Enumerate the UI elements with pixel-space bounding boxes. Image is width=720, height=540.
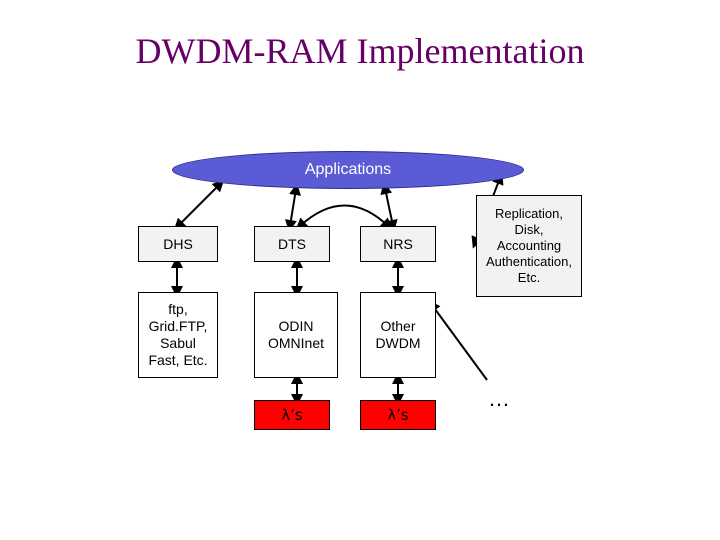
link-dts-nrs-arc xyxy=(295,204,393,231)
link-services-more xyxy=(428,300,488,381)
side-services-line: Accounting xyxy=(496,238,562,253)
side-services-line: Replication, xyxy=(495,206,563,221)
lambda-box-right: λ’s xyxy=(360,400,436,430)
side-services-line: Authentication, xyxy=(485,254,572,269)
other-dwdm-line: DWDM xyxy=(375,335,421,351)
ftp-line: Sabul xyxy=(160,335,196,351)
odin-box: ODIN OMNInet xyxy=(254,292,338,378)
slide-title: DWDM-RAM Implementation xyxy=(135,31,585,71)
applications-node: Applications xyxy=(172,151,524,189)
link-dhs-applications xyxy=(173,179,225,231)
other-dwdm-box: Other DWDM xyxy=(360,292,436,378)
side-services-line: Etc. xyxy=(517,270,541,285)
more-ellipsis: … xyxy=(488,386,510,411)
nrs-box: NRS xyxy=(360,226,436,262)
ftp-box: ftp, Grid.FTP, Sabul Fast, Etc. xyxy=(138,292,218,378)
ftp-line: Grid.FTP, xyxy=(148,318,208,334)
ftp-line: ftp, xyxy=(168,301,188,317)
dhs-box: DHS xyxy=(138,226,218,262)
dts-box: DTS xyxy=(254,226,330,262)
odin-line: OMNInet xyxy=(267,335,324,351)
ftp-line: Fast, Etc. xyxy=(148,352,208,368)
link-nrs-applications xyxy=(380,182,398,232)
side-services-line: Disk, xyxy=(514,222,544,237)
odin-line: ODIN xyxy=(278,318,314,334)
side-services-box: Replication, Disk, Accounting Authentica… xyxy=(476,195,582,297)
link-dts-applications xyxy=(285,183,301,232)
lambda-box-left: λ’s xyxy=(254,400,330,430)
other-dwdm-line: Other xyxy=(380,318,416,334)
